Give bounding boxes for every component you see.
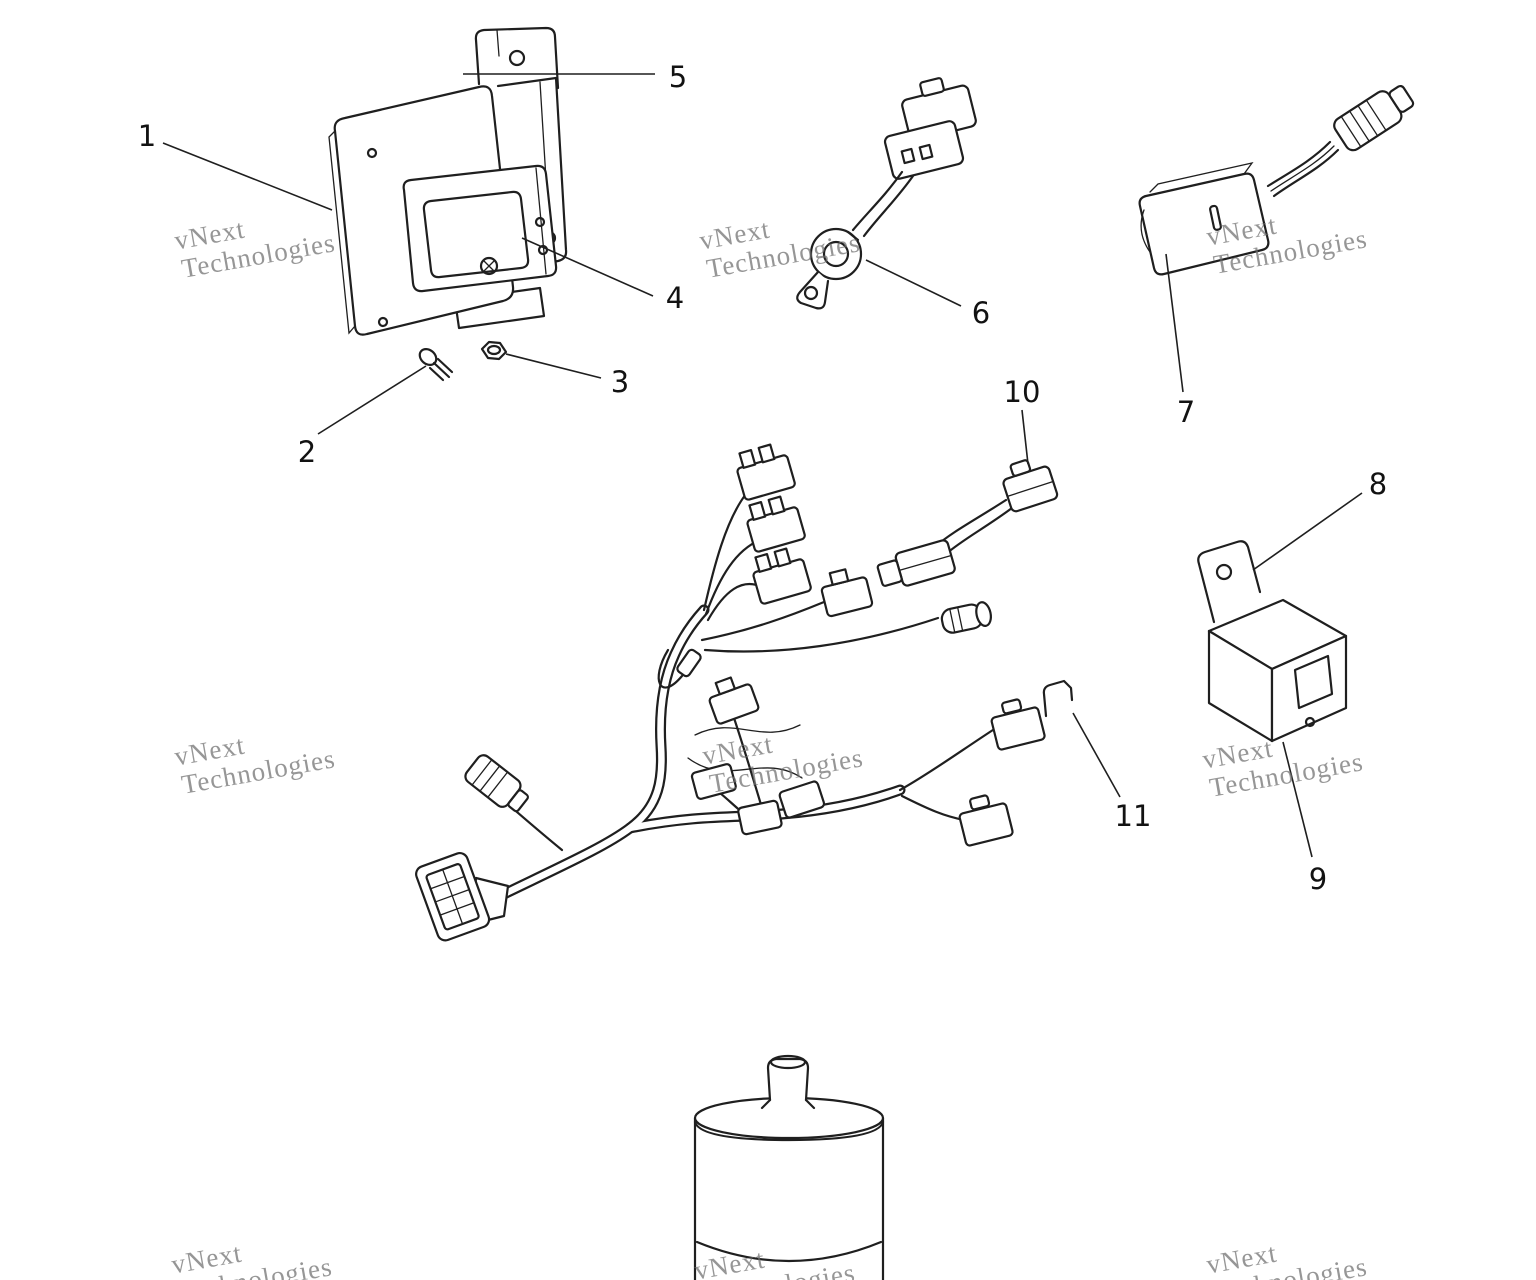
switch-lead-drawing (1138, 84, 1415, 276)
harness-branch-connector (820, 568, 874, 618)
harness-branch-connector (708, 676, 760, 725)
callout-10: 10 (1004, 375, 1041, 409)
harness-branch-connector (990, 698, 1046, 751)
callout-9: 9 (1309, 862, 1327, 896)
callout-2: 2 (298, 435, 316, 469)
callout-7: 7 (1177, 395, 1195, 429)
harness-branch-connector (737, 799, 783, 836)
harness-plug (464, 754, 529, 813)
harness-bullet-connector (940, 601, 992, 634)
harness-branch-connector (746, 495, 806, 553)
callout-5: 5 (669, 60, 687, 94)
callout-4: 4 (666, 281, 684, 315)
harness-branch-connector (958, 794, 1014, 847)
callout-3: 3 (611, 365, 629, 399)
clip-drawing (1042, 679, 1074, 718)
nut-drawing (480, 340, 508, 361)
sensor-lead-drawing (796, 77, 977, 310)
harness-main-connector (415, 851, 510, 942)
harness-branch-connector (778, 780, 826, 819)
screw-drawing (418, 348, 454, 382)
wiring-harness-drawing (415, 443, 1046, 942)
callout-8: 8 (1369, 467, 1387, 501)
callout-6: 6 (972, 296, 990, 330)
harness-ferrule (676, 648, 702, 678)
callout-1: 1 (138, 119, 156, 153)
relay-drawing (1197, 540, 1348, 743)
inner-bracket-drawing (402, 164, 558, 293)
fuel-filter-drawing (693, 1054, 885, 1280)
harness-branch-connector (736, 443, 796, 501)
callout-11: 11 (1115, 799, 1152, 833)
connector-10-drawing (876, 459, 1059, 587)
harness-branch-connector (752, 547, 812, 605)
leader-lines (162, 73, 1363, 858)
harness-branch-connector (690, 763, 737, 800)
callout-numbers: 1 2 3 4 5 6 7 8 9 10 11 (138, 60, 1387, 896)
